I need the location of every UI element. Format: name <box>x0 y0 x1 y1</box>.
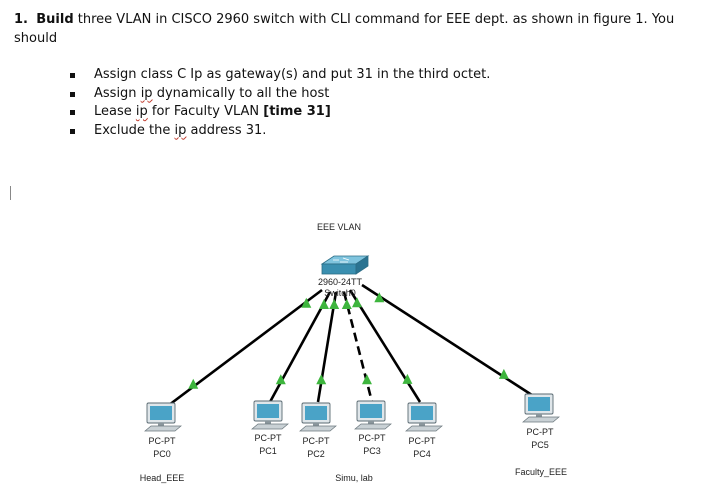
switch-model-label: 2960-24TT <box>318 277 363 287</box>
pc-name-label: PC0 <box>153 449 171 459</box>
link-up-triangle-icon <box>374 292 385 303</box>
question-body: three VLAN in CISCO 2960 switch with CLI… <box>14 12 675 46</box>
pc-name-label: PC5 <box>531 440 549 450</box>
pc-keyboard-icon <box>354 423 392 430</box>
pc-node-pc3[interactable]: PC-PT PC3 <box>354 400 392 456</box>
requirement-list: Assign class C Ip as gateway(s) and put … <box>70 66 490 140</box>
pc-type-label: PC-PT <box>527 427 555 437</box>
pc-type-label: PC-PT <box>255 433 283 443</box>
pc-stand <box>158 423 164 426</box>
bullet-icon <box>70 91 75 97</box>
links <box>164 283 536 410</box>
requirement-item: Assign class C Ip as gateway(s) and put … <box>70 66 490 85</box>
pc-keyboard-icon <box>251 423 289 430</box>
pc-stand <box>313 423 319 426</box>
pc-type-label: PC-PT <box>303 436 331 446</box>
requirement-text: [time 31] <box>263 104 331 119</box>
pc-node-pc1[interactable]: PC-PT PC1 <box>251 400 289 456</box>
group-labels: Head_EEE Simu, lab Faculty_EEE <box>140 467 567 483</box>
switch-front-face <box>321 263 357 275</box>
pc-stand <box>368 421 374 424</box>
bullet-icon <box>70 73 75 78</box>
pc-name-label: PC1 <box>259 446 277 456</box>
requirement-text: Exclude the <box>94 122 175 138</box>
requirement-item: Lease ip for Faculty VLAN [time 31] <box>70 103 490 122</box>
question-verb: Build <box>36 12 74 27</box>
pc-keyboard-icon <box>299 425 337 432</box>
pc-keyboard-icon <box>405 425 443 432</box>
question-text: 1. Build three VLAN in CISCO 2960 switch… <box>14 10 714 48</box>
requirement-item: Exclude the ip address 31. <box>70 122 490 141</box>
spellcheck-word: ip <box>140 85 153 101</box>
pc-stand <box>536 414 542 417</box>
switch-name-label: Switch0 <box>324 288 356 298</box>
link-up-triangle-icon <box>498 368 509 379</box>
pc-stand <box>265 421 271 424</box>
diagram-title: EEE VLAN <box>317 222 361 232</box>
bullet-icon <box>70 110 75 115</box>
vlan-group-label: Simu, lab <box>335 473 373 483</box>
pc-type-label: PC-PT <box>409 436 437 446</box>
pc-type-label: PC-PT <box>359 433 387 443</box>
text-cursor <box>10 186 11 200</box>
pc-screen <box>305 406 327 420</box>
link-up-triangle-icon <box>275 374 286 385</box>
requirement-text: Lease <box>94 104 136 119</box>
link-up-triangle-icon <box>188 378 199 389</box>
pc-stand <box>419 423 425 426</box>
requirement-item: Assign ip dynamically to all the host <box>70 85 490 104</box>
requirement-text: Assign <box>94 85 141 101</box>
pc-node-pc2[interactable]: PC-PT PC2 <box>299 402 337 459</box>
requirement-text: Assign class C Ip as gateway(s) and put … <box>94 67 491 82</box>
requirement-text: address 31. <box>186 122 267 138</box>
link-up-triangle-icon <box>402 373 413 384</box>
link-status-indicators <box>188 292 509 389</box>
pc-screen <box>257 404 279 418</box>
link-up-triangle-icon <box>352 297 362 308</box>
pc-nodes: PC-PT PC0 PC-PT PC1 PC-PT PC2 PC-PT PC3 PC-PT PC4… <box>144 393 560 459</box>
pc-screen <box>360 404 382 418</box>
link-line[interactable] <box>361 283 536 399</box>
pc-name-label: PC2 <box>307 449 325 459</box>
pc-name-label: PC4 <box>413 449 431 459</box>
link-up-triangle-icon <box>341 299 352 309</box>
link-line[interactable] <box>342 291 374 403</box>
requirement-text: dynamically to all the host <box>152 85 330 101</box>
pc-node-pc0[interactable]: PC-PT PC0 <box>144 402 182 459</box>
spellcheck-word: ip <box>174 122 187 138</box>
pc-screen <box>150 406 172 420</box>
spellcheck-word: ip <box>135 104 148 119</box>
pc-node-pc4[interactable]: PC-PT PC4 <box>405 402 443 459</box>
question-number: 1. <box>14 12 28 27</box>
vlan-group-label: Head_EEE <box>140 473 185 483</box>
vlan-group-label: Faculty_EEE <box>515 467 567 477</box>
pc-name-label: PC3 <box>363 446 381 456</box>
switch-side-face <box>355 255 369 275</box>
link-up-triangle-icon <box>361 374 372 385</box>
requirement-text: for Faculty VLAN <box>147 104 264 119</box>
switch-arrows-icon <box>333 257 350 263</box>
link-up-triangle-icon <box>319 299 329 309</box>
link-up-triangle-icon <box>301 297 312 308</box>
pc-screen <box>528 397 550 411</box>
pc-keyboard-icon <box>522 416 560 423</box>
pc-type-label: PC-PT <box>149 436 177 446</box>
pc-screen <box>411 406 433 420</box>
link-up-triangle-icon <box>329 299 340 309</box>
pc-keyboard-icon <box>144 425 182 432</box>
bullet-icon <box>70 128 75 134</box>
link-up-triangle-icon <box>316 374 327 385</box>
pc-node-pc5[interactable]: PC-PT PC5 <box>522 393 560 450</box>
